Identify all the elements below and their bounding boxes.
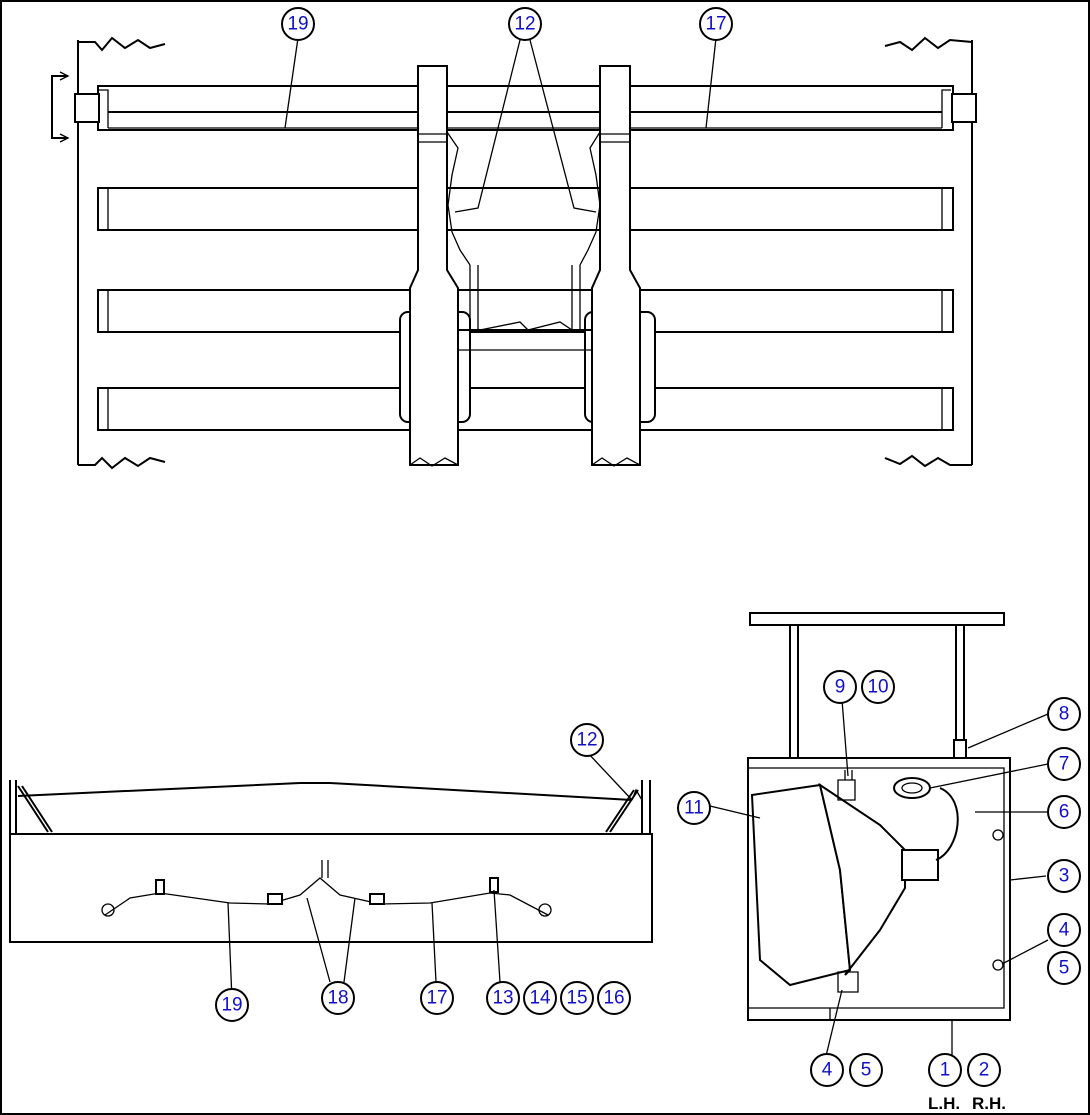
callout-12: 12 [508, 7, 542, 41]
side-view [9, 751, 653, 1001]
left-hand-label: L.H. [928, 1094, 960, 1113]
callout-8: 8 [1047, 697, 1081, 731]
callout-17-label: 17 [705, 14, 726, 35]
callout-13: 13 [486, 981, 520, 1015]
callout-2-label: 2 [979, 1060, 990, 1081]
lamp-cable [935, 787, 959, 861]
mount-plate [749, 612, 1005, 626]
callout-11: 11 [677, 791, 711, 825]
lamp-socket [901, 849, 939, 881]
callout-12-label: 12 [576, 730, 597, 751]
callout-19: 19 [281, 7, 315, 41]
callout-bubbles: 19 12 17 12 19 18 17 13 14 15 16 9 10 8 … [215, 7, 1081, 1087]
callout-15: 15 [560, 981, 594, 1015]
rail-2 [97, 289, 954, 333]
harness-right [579, 131, 601, 266]
right-hand-label: R.H. [972, 1094, 1006, 1113]
callout-17: 17 [420, 981, 454, 1015]
break-line-bottom-left [78, 456, 166, 470]
callout-14-label: 14 [529, 988, 551, 1009]
callout-1-label: 1 [940, 1060, 951, 1081]
rail-3 [97, 387, 954, 431]
callout-4-label: 4 [822, 1060, 833, 1081]
callout-5: 5 [849, 1053, 883, 1087]
callout-1: 1 [928, 1053, 962, 1087]
callout-19-label: 19 [221, 995, 242, 1016]
mount-posts [789, 625, 965, 758]
callout-7-label: 7 [1059, 754, 1070, 775]
callout-11-label: 11 [684, 798, 704, 819]
callout-19: 19 [215, 988, 249, 1022]
callout-3-label: 3 [1059, 866, 1070, 887]
lamp-left-top [74, 93, 100, 123]
break-line-top-left [78, 36, 166, 52]
callout-17: 17 [699, 7, 733, 41]
callout-4: 4 [810, 1053, 844, 1087]
callout-15-label: 15 [566, 988, 587, 1009]
callout-16-label: 16 [603, 988, 624, 1009]
callout-9-label: 9 [835, 677, 846, 698]
lamp-detail-view [709, 612, 1049, 1057]
lamp-body [818, 782, 906, 976]
lamp-right-top [951, 93, 977, 123]
callout-4-label: 4 [1059, 920, 1070, 941]
callout-18: 18 [321, 981, 355, 1015]
callout-12-label: 12 [514, 14, 535, 35]
callout-8-label: 8 [1059, 704, 1070, 725]
callout-13-label: 13 [492, 988, 513, 1009]
callout-5-label: 5 [1059, 958, 1070, 979]
callout-4: 4 [1047, 913, 1081, 947]
callout-2: 2 [967, 1053, 1001, 1087]
callout-9: 9 [823, 670, 857, 704]
harness-left [446, 131, 471, 266]
lamp-bar [97, 85, 954, 131]
section-bracket [51, 75, 68, 139]
callout-14: 14 [523, 981, 557, 1015]
callout-6: 6 [1047, 795, 1081, 829]
grommet [893, 777, 931, 799]
callout-12: 12 [570, 723, 604, 757]
rail-1 [97, 187, 954, 231]
break-line-top-right [884, 36, 973, 52]
callout-3: 3 [1047, 859, 1081, 893]
callout-10-label: 10 [867, 677, 888, 698]
callout-10: 10 [861, 670, 895, 704]
callout-5-label: 5 [861, 1060, 872, 1081]
callout-19-label: 19 [287, 14, 308, 35]
callout-18-label: 18 [327, 988, 348, 1009]
top-profile [17, 782, 633, 801]
break-line-bottom-right [884, 454, 972, 468]
callout-7: 7 [1047, 747, 1081, 781]
top-view [51, 36, 977, 470]
callout-16: 16 [597, 981, 631, 1015]
callout-5: 5 [1047, 951, 1081, 985]
callout-17-label: 17 [426, 988, 447, 1009]
callout-6-label: 6 [1059, 802, 1070, 823]
